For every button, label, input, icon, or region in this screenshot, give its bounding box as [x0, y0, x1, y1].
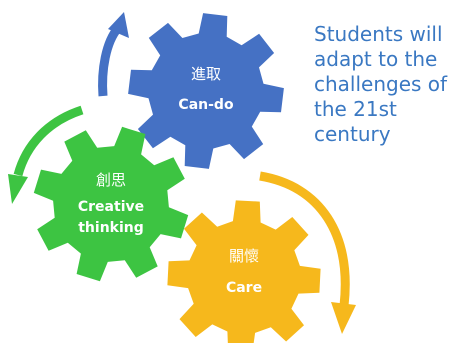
caption-line: Students will [314, 22, 443, 46]
gear-creative-thinking-label-en-line2: thinking [78, 220, 144, 236]
caption-line: century [314, 122, 391, 146]
cycle-arrow-green-icon [8, 105, 84, 204]
caption-line: challenges of [314, 72, 448, 96]
gear-can-do-label-en: Can-do [178, 97, 234, 113]
cycle-arrow-blue-icon [98, 12, 129, 97]
gear-care-label-zh: 關懷 [229, 247, 259, 265]
gear-creative-thinking-label-en-line1: Creative [78, 199, 144, 215]
caption-text: Students will adapt to the challenges of… [314, 22, 461, 147]
cycle-arrow-orange-icon [259, 171, 356, 334]
gear-creative-thinking-label-zh: 創思 [96, 171, 126, 189]
gear-care-label-en: Care [226, 280, 262, 296]
gear-can-do-label-zh: 進取 [191, 65, 221, 83]
gear-can-do [128, 13, 284, 169]
caption-line: adapt to the [314, 47, 438, 71]
gear-care [167, 200, 321, 343]
gear-creative-thinking [33, 126, 189, 282]
caption-line: the 21st [314, 97, 397, 121]
